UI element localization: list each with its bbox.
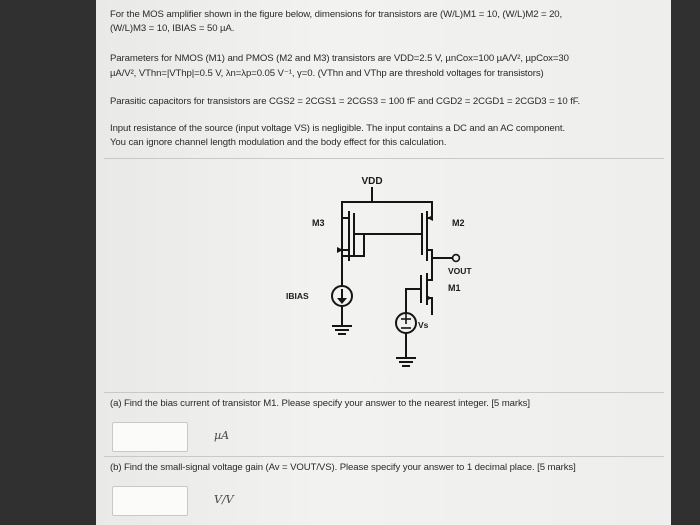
circuit-schematic: VDD M3 M2 M1 VOUT IBIAS Vs (286, 176, 472, 367)
question-b-answer-input[interactable] (112, 486, 188, 516)
m1-label: M1 (448, 283, 461, 293)
divider (104, 158, 664, 159)
vdd-label: VDD (361, 176, 382, 187)
m3-label: M3 (312, 218, 325, 228)
ibias-label: IBIAS (286, 291, 309, 301)
vout-label: VOUT (448, 266, 472, 276)
divider (104, 456, 664, 457)
problem-params-line-1: Parameters for NMOS (M1) and PMOS (M2 an… (110, 53, 569, 64)
question-a-answer-input[interactable] (112, 422, 188, 452)
question-a-unit: µA (214, 429, 230, 442)
problem-input-line-1: Input resistance of the source (input vo… (110, 123, 566, 134)
vs-label: Vs (418, 320, 429, 330)
question-b-unit: V/V (214, 493, 234, 506)
m2-label: M2 (452, 218, 465, 228)
question-a-text: (a) Find the bias current of transistor … (110, 398, 530, 409)
problem-intro-line-2: (W/L)M3 = 10, IBIAS = 50 µA. (110, 23, 235, 34)
problem-parasitic-line: Parasitic capacitors for transistors are… (110, 96, 581, 107)
problem-params-line-2: µA/V², VThn=|VThp|=0.5 V, λn=λp=0.05 V⁻¹… (110, 68, 544, 79)
problem-input-line-2: You can ignore channel length modulation… (110, 137, 447, 148)
question-page: For the MOS amplifier shown in the figur… (96, 0, 671, 525)
question-b-text: (b) Find the small-signal voltage gain (… (110, 462, 576, 473)
problem-intro-line-1: For the MOS amplifier shown in the figur… (110, 9, 563, 20)
divider (104, 392, 664, 393)
